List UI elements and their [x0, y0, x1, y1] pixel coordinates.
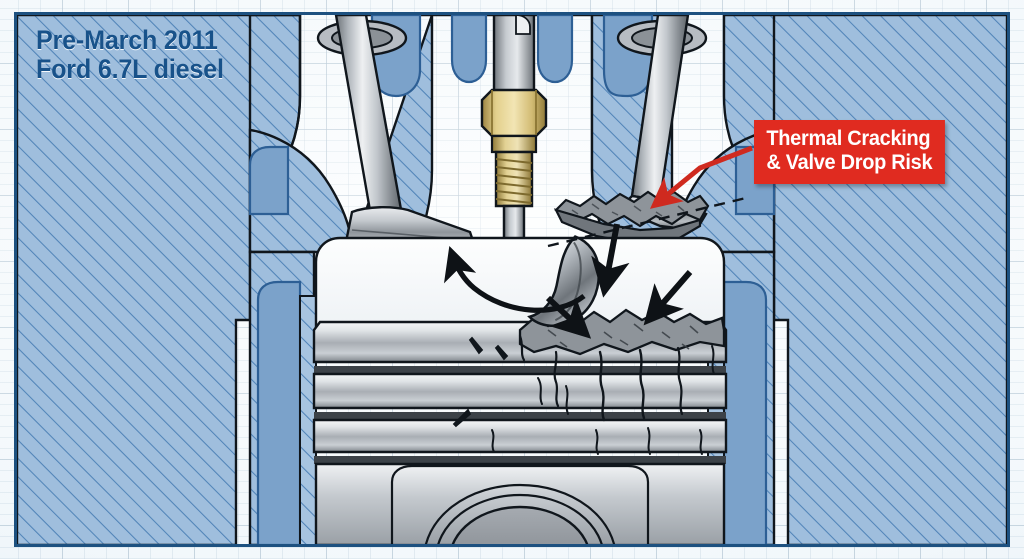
title-line-2: Ford 6.7L diesel	[36, 53, 224, 84]
crack-network	[452, 334, 715, 455]
callout-arrow	[650, 145, 753, 209]
impact-arrow-3	[643, 270, 693, 326]
annotation-arrows	[443, 145, 753, 339]
callout-line-2: & Valve Drop Risk	[766, 150, 933, 174]
impact-arrow-2	[545, 295, 592, 339]
glow-plug	[480, 15, 548, 274]
page-title: Pre-March 2011 Ford 6.7L diesel	[36, 26, 224, 83]
callout-label-thermal-cracking: Thermal Cracking & Valve Drop Risk	[754, 120, 945, 184]
cylinder-head-casting-left	[17, 15, 354, 544]
callout-line-1: Thermal Cracking	[766, 127, 931, 150]
exhaust-valve-right-fractured	[553, 15, 710, 246]
piston	[312, 236, 728, 544]
title-line-1: Pre-March 2011	[36, 25, 218, 55]
impact-arrow-1	[591, 223, 630, 298]
fracture-dashed-line	[547, 196, 747, 248]
